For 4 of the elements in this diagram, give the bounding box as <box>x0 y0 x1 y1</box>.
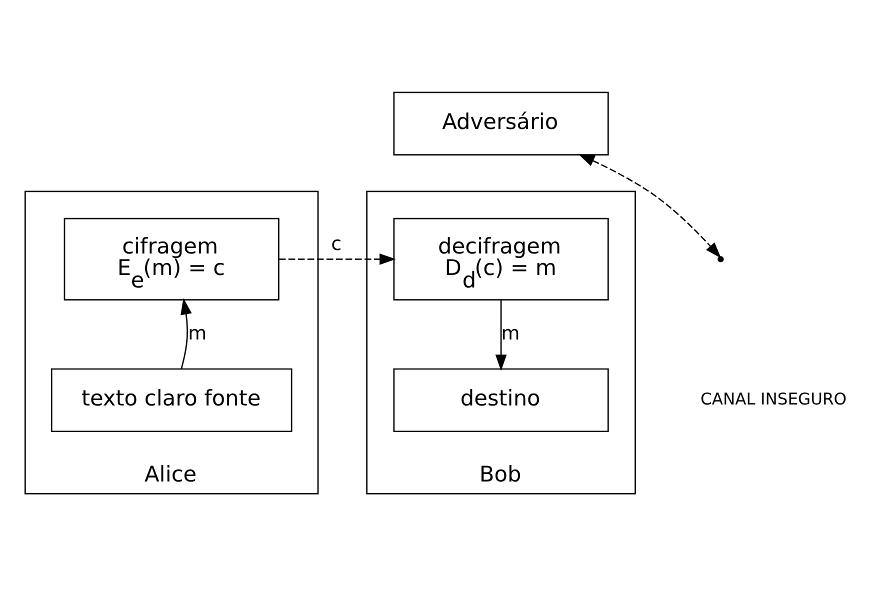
label: CANAL INSEGURO <box>700 388 847 408</box>
edge-label: m <box>188 322 207 344</box>
edge-label: c <box>331 232 342 254</box>
edge-label: m <box>501 322 520 344</box>
